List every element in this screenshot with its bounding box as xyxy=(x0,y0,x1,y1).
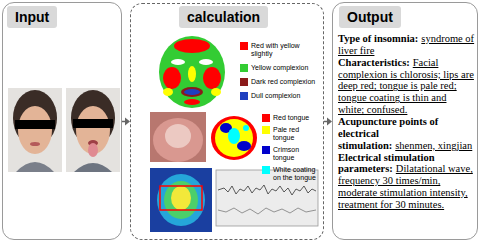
output-body: Type of insomnia:syndrome of liver fireC… xyxy=(338,33,475,211)
face-color-map xyxy=(150,34,236,108)
output-item: Characteristics:Facial complexion is chl… xyxy=(338,57,475,116)
legend-text: Dark red complexion xyxy=(251,78,315,86)
legend-item: Yellow complexion xyxy=(240,64,322,72)
legend-swatch xyxy=(240,92,248,100)
legend-swatch xyxy=(262,126,270,134)
arrow-line xyxy=(122,121,125,123)
thermal-image xyxy=(150,168,212,232)
legend: Red tonguePale red tongueCrimson tongueW… xyxy=(262,114,322,182)
legend-swatch xyxy=(262,166,270,174)
panel-heading: calculation xyxy=(179,6,268,28)
panel: calculation xyxy=(130,3,324,240)
item-label: Type of insomnia: xyxy=(338,33,418,44)
legend-item: Pale red tongue xyxy=(262,126,322,142)
flow-arrow xyxy=(324,118,332,126)
item-label: Characteristics: xyxy=(338,57,410,68)
legend-item: Dark red complexion xyxy=(240,78,322,86)
output-item: Acupuncture points of electrical stimula… xyxy=(338,116,475,152)
tongue-photo xyxy=(150,112,206,162)
legend-item: White coating on the tongue xyxy=(262,166,322,182)
legend-swatch xyxy=(262,114,270,122)
legend-swatch xyxy=(240,78,248,86)
legend-text: Yellow complexion xyxy=(251,64,308,72)
legend: Red with yellow slightlyYellow complexio… xyxy=(240,42,322,100)
tongue-color-map xyxy=(209,112,259,162)
legend-swatch xyxy=(262,146,270,154)
legend-text: Crimson tongue xyxy=(273,146,322,162)
face-photo xyxy=(66,88,120,172)
output-item: Type of insomnia:syndrome of liver fire xyxy=(338,33,475,57)
panel-heading: Input xyxy=(7,6,57,28)
legend-swatch xyxy=(240,42,248,50)
legend-text: Red tongue xyxy=(273,114,309,122)
panel: OutputType of insomnia:syndrome of liver… xyxy=(332,2,478,240)
legend-text: Red with yellow slightly xyxy=(251,42,322,58)
flow-arrow xyxy=(122,118,130,126)
item-value: shenmen, xingjian xyxy=(395,140,472,151)
legend-swatch xyxy=(240,64,248,72)
legend-item: Red with yellow slightly xyxy=(240,42,322,58)
output-item: Electrical stimulation parameters:Dilata… xyxy=(338,152,475,211)
face-photo xyxy=(8,88,62,172)
legend-text: White coating on the tongue xyxy=(273,166,322,182)
legend-text: Pale red tongue xyxy=(273,126,322,142)
legend-text: Dull complexion xyxy=(251,92,300,100)
legend-item: Red tongue xyxy=(262,114,322,122)
legend-item: Dull complexion xyxy=(240,92,322,100)
legend-item: Crimson tongue xyxy=(262,146,322,162)
panel: Input xyxy=(2,2,122,240)
arrow-line xyxy=(324,121,327,123)
panel-heading: Output xyxy=(339,6,401,28)
